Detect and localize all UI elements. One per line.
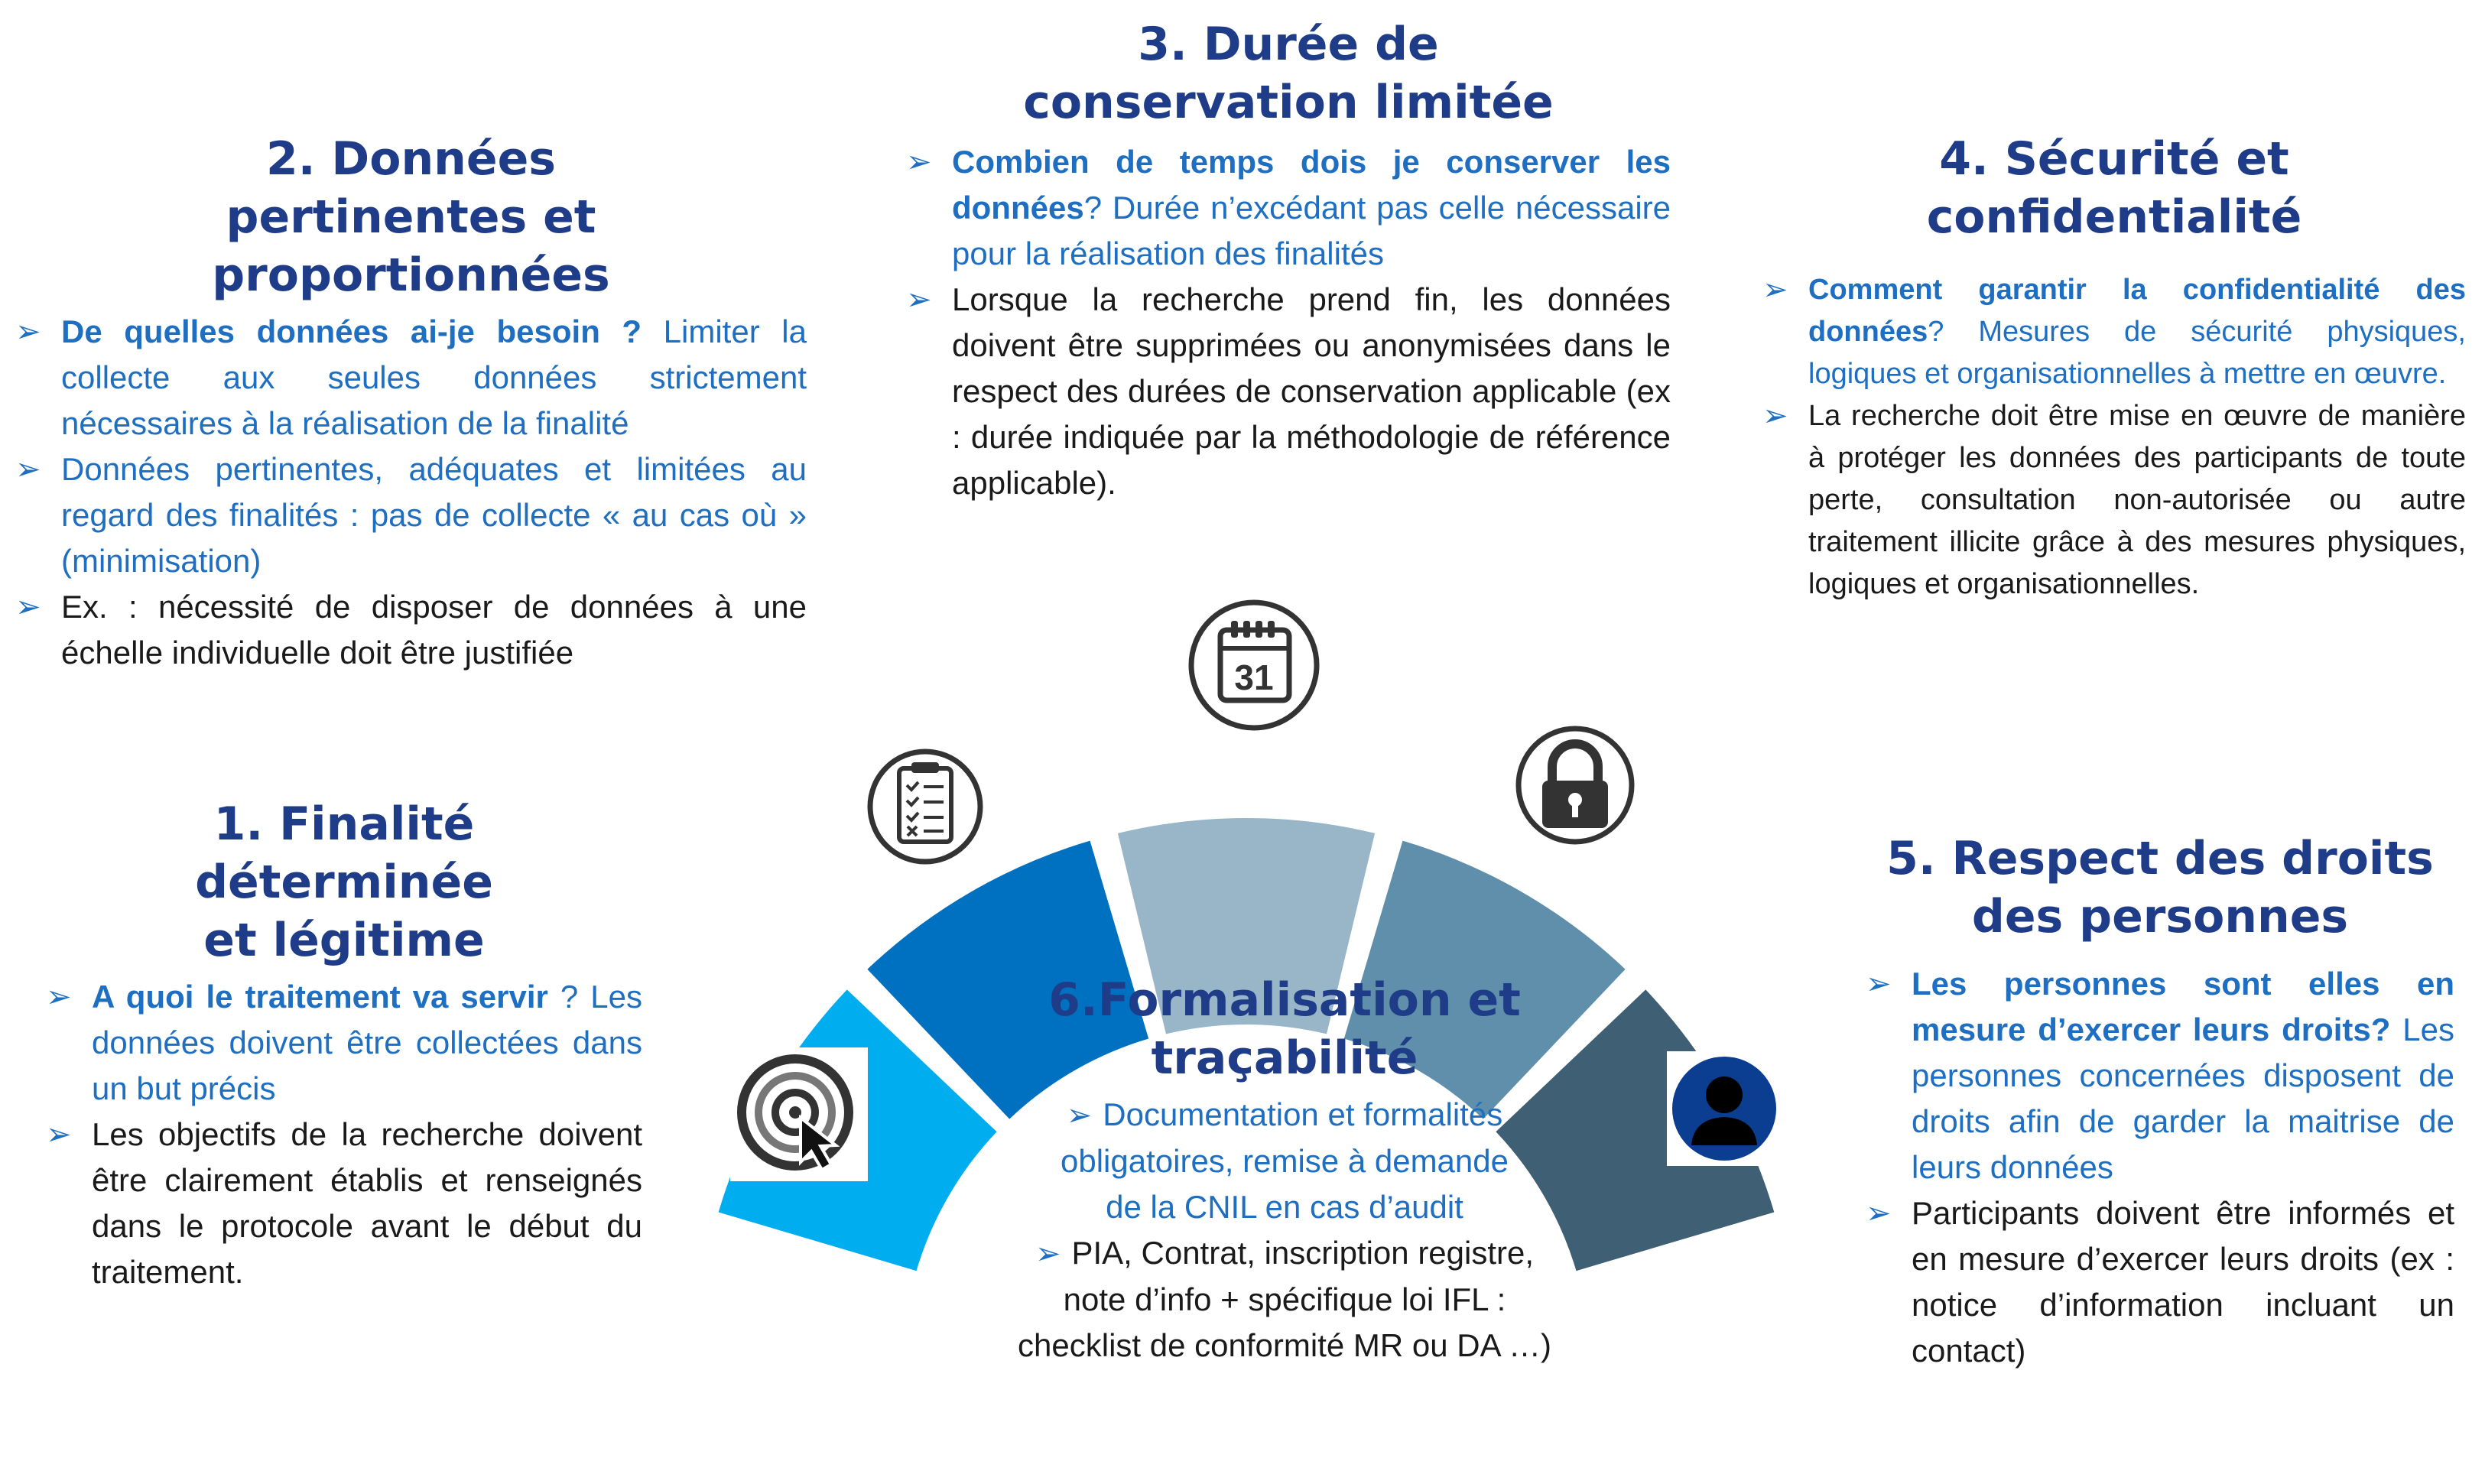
section-4-bullets: ➢Comment garantir la confidentialité des… bbox=[1762, 269, 2466, 606]
section-6-bullets: ➢Documentation et formalités obligatoire… bbox=[1017, 1092, 1552, 1369]
list-item: ➢Lorsque la recherche prend fin, les don… bbox=[906, 281, 1671, 501]
section-3-bullets: ➢Combien de temps dois je conserver les … bbox=[906, 139, 1671, 506]
arc-segment-2 bbox=[867, 840, 1149, 1119]
section-1-title: 1. Finalité déterminée et légitime bbox=[195, 797, 493, 967]
list-item: ➢Les personnes sont elles en mesure d’ex… bbox=[1866, 966, 2454, 1185]
person-icon bbox=[1667, 1051, 1782, 1166]
section-2-bullets: ➢De quelles données ai-je besoin ? Limit… bbox=[15, 309, 807, 676]
section-5-bullets: ➢Les personnes sont elles en mesure d’ex… bbox=[1866, 961, 2454, 1374]
list-item: ➢Participants doivent être informés et e… bbox=[1866, 1195, 2454, 1369]
section-1: 1. Finalité déterminée et légitime ➢A qu… bbox=[46, 795, 642, 1295]
section-3-title: 3. Durée de conservation limitée bbox=[1023, 18, 1554, 129]
calendar-day: 31 bbox=[1234, 658, 1273, 697]
section-5: 5. Respect des droits des personnes ➢Les… bbox=[1866, 830, 2454, 1374]
section-5-title: 5. Respect des droits des personnes bbox=[1886, 832, 2434, 943]
arc-segment-3 bbox=[1117, 818, 1376, 1034]
section-4: 4. Sécurité et confidentialité ➢Comment … bbox=[1762, 130, 2466, 606]
arc-segment-4 bbox=[1343, 840, 1626, 1119]
target-cursor-icon bbox=[730, 1047, 868, 1181]
checklist-icon bbox=[864, 745, 986, 868]
list-item: ➢A quoi le traitement va servir ? Les do… bbox=[46, 979, 642, 1106]
list-item: ➢De quelles données ai-je besoin ? Limit… bbox=[15, 313, 807, 441]
section-6-title: 6.Formalisation et traçabilité bbox=[1048, 973, 1521, 1085]
section-3: 3. Durée de conservation limitée ➢Combie… bbox=[906, 15, 1671, 506]
section-2: 2. Données pertinentes et proportionnées… bbox=[15, 130, 807, 676]
section-1-bullets: ➢A quoi le traitement va servir ? Les do… bbox=[46, 974, 642, 1295]
section-6: 6.Formalisation et traçabilité ➢Document… bbox=[1017, 971, 1552, 1369]
list-item: ➢Documentation et formalités obligatoire… bbox=[1061, 1096, 1509, 1225]
list-item: ➢Ex. : nécessité de disposer de données … bbox=[15, 589, 807, 671]
list-item: ➢Données pertinentes, adéquates et limit… bbox=[15, 451, 807, 579]
section-2-title: 2. Données pertinentes et proportionnées bbox=[212, 132, 610, 302]
list-item: ➢Combien de temps dois je conserver les … bbox=[906, 144, 1671, 271]
section-4-title: 4. Sécurité et confidentialité bbox=[1926, 132, 2302, 244]
calendar-icon: 31 bbox=[1184, 596, 1325, 734]
arc-segment-5 bbox=[1496, 989, 1775, 1271]
padlock-icon bbox=[1510, 723, 1640, 849]
list-item: ➢PIA, Contrat, inscription registre, not… bbox=[1018, 1235, 1551, 1363]
list-item: ➢Les objectifs de la recherche doivent ê… bbox=[46, 1116, 642, 1290]
list-item: ➢Comment garantir la confidentialité des… bbox=[1762, 273, 2466, 390]
list-item: ➢La recherche doit être mise en œuvre de… bbox=[1762, 399, 2466, 600]
